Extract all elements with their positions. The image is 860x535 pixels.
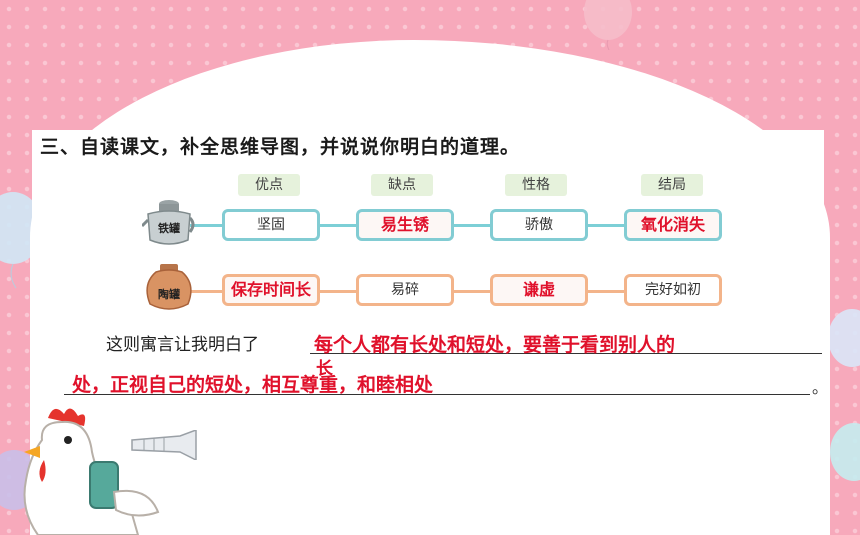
cell-answer: 易生锈 [380, 215, 429, 234]
clay-weakness-box: 易碎 [356, 274, 454, 306]
cell-text: 坚固 [257, 217, 285, 233]
clay-pot-connector [190, 290, 720, 293]
iron-pot-label: 铁罐 [158, 222, 180, 235]
lesson-prefix: 这则寓言让我明白了 [106, 335, 259, 355]
column-header: 缺点 [371, 174, 433, 196]
clay-strength-box: 保存时间长 [222, 274, 320, 306]
cell-text: 易碎 [391, 282, 419, 298]
end-mark: 。 [812, 378, 829, 397]
balloon-icon [828, 309, 860, 367]
lesson-answer-line1: 每个人都有长处和短处，要善于看到别人的 [314, 334, 676, 356]
cell-text: 骄傲 [525, 217, 553, 233]
column-header: 性格 [505, 174, 567, 196]
balloon-icon [830, 423, 860, 481]
lesson-overflow-char: 长 [316, 359, 333, 379]
cell-answer: 谦虚 [522, 280, 555, 299]
cell-answer: 保存时间长 [230, 280, 311, 299]
iron-strength-box: 坚固 [222, 209, 320, 241]
horn-icon [131, 430, 197, 460]
iron-outcome-box: 氧化消失 [624, 209, 722, 241]
column-header: 结局 [641, 174, 703, 196]
answer-underline [310, 353, 822, 354]
iron-pot-icon: 铁罐 [140, 196, 196, 250]
clay-pot-label: 陶罐 [158, 288, 180, 301]
cell-text: 完好如初 [645, 282, 701, 298]
clay-character-box: 谦虚 [490, 274, 588, 306]
clay-pot-icon: 陶罐 [142, 262, 196, 316]
clay-outcome-box: 完好如初 [624, 274, 722, 306]
balloon-icon [584, 0, 632, 50]
lesson-answer-line2: 处，正视自己的短处，相互尊重，和睦相处 [72, 374, 434, 396]
question-heading: 三、自读课文，补全思维导图，并说说你明白的道理。 [40, 136, 521, 158]
cell-answer: 氧化消失 [640, 215, 705, 234]
answer-underline [64, 394, 810, 395]
iron-pot-connector [190, 224, 720, 227]
iron-character-box: 骄傲 [490, 209, 588, 241]
column-header: 优点 [238, 174, 300, 196]
iron-weakness-box: 易生锈 [356, 209, 454, 241]
chicken-illustration [23, 408, 160, 535]
